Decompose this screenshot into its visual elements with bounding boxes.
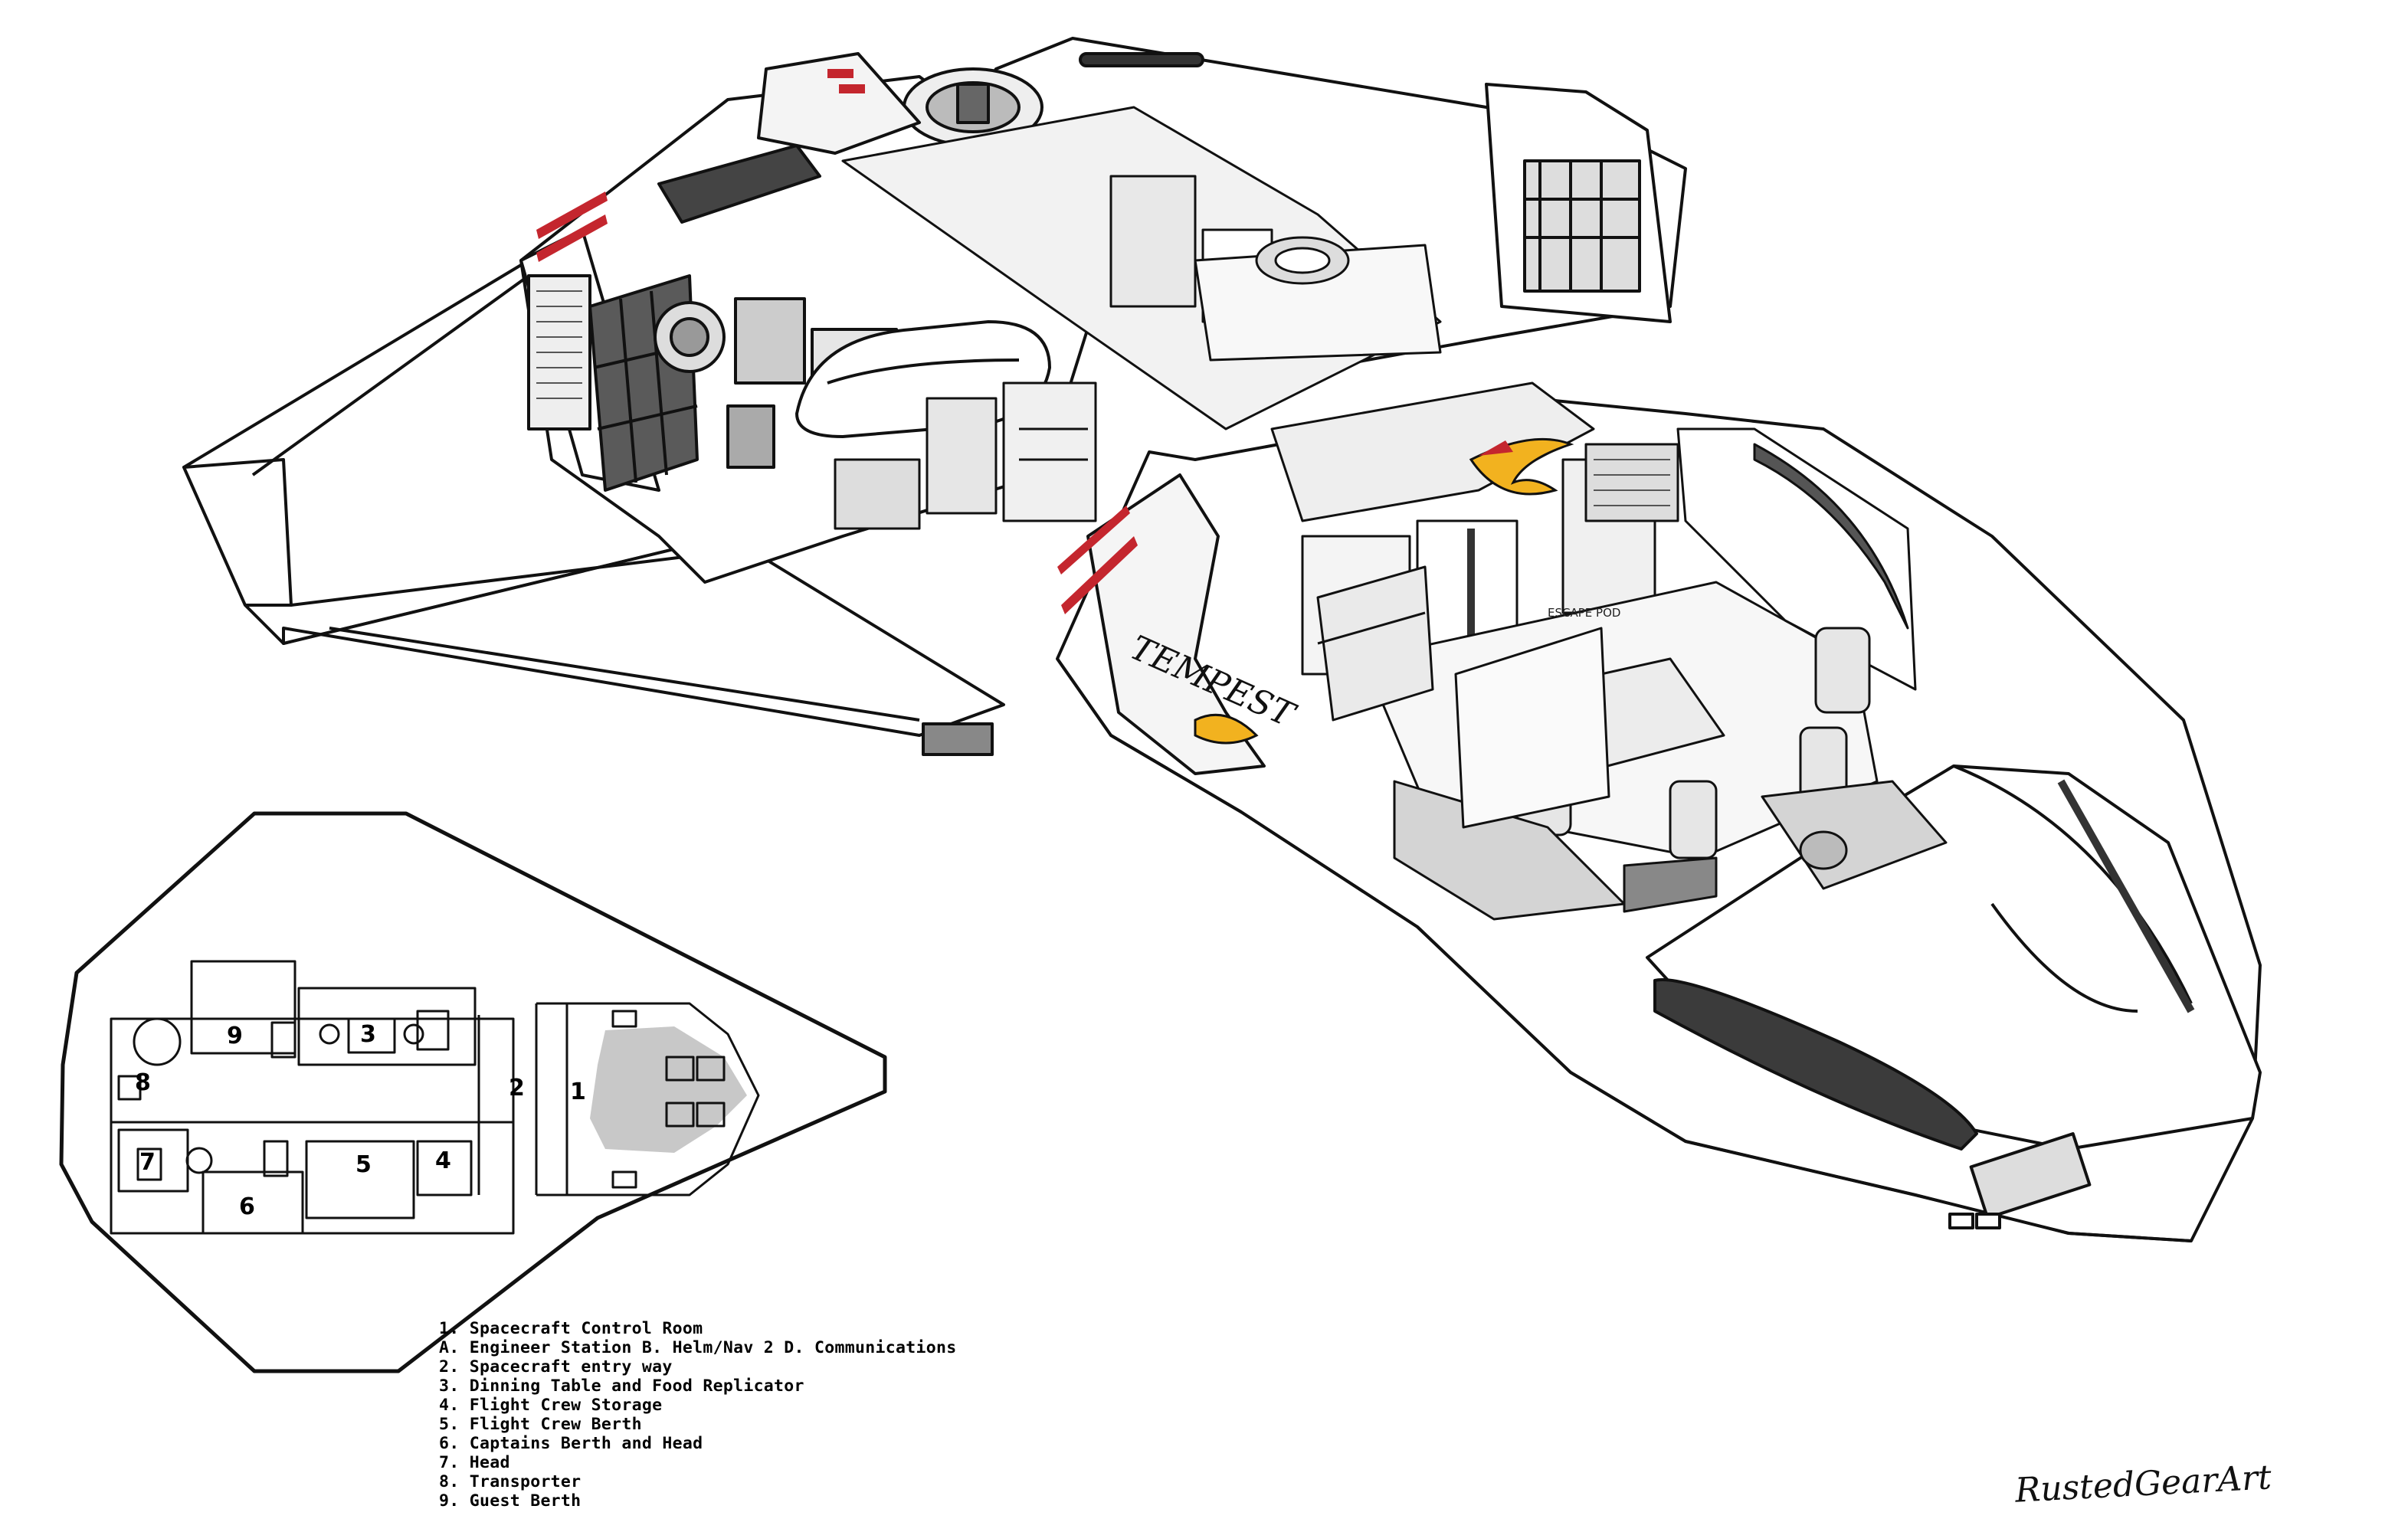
room-number-2: 2 <box>509 1075 525 1102</box>
escape-pod-label: ESCAPE POD <box>1548 606 1620 620</box>
legend-item: 4. Flight Crew Storage <box>439 1396 663 1415</box>
room-number-5: 5 <box>355 1151 372 1178</box>
room-number-1: 1 <box>570 1079 586 1105</box>
legend-item: 3. Dinning Table and Food Replicator <box>439 1377 804 1396</box>
legend-item: 8. Transporter <box>439 1472 582 1491</box>
deck-floor-plan <box>59 811 887 1373</box>
room-number-3: 3 <box>360 1021 376 1048</box>
legend-item: 6. Captains Berth and Head <box>439 1434 703 1453</box>
floor-plan-legend: 1. Spacecraft Control Room A. Engineer S… <box>439 1319 956 1511</box>
legend-item: A. Engineer Station B. Helm/Nav 2 D. Com… <box>439 1338 957 1357</box>
room-number-4: 4 <box>435 1147 451 1174</box>
room-number-6: 6 <box>239 1193 255 1220</box>
legend-item: 9. Guest Berth <box>439 1491 582 1511</box>
room-number-9: 9 <box>227 1023 243 1049</box>
interior-cutaway <box>834 106 1948 921</box>
room-number-7: 7 <box>139 1149 156 1176</box>
hull-emblem-accent <box>1194 713 1259 745</box>
legend-item: 7. Head <box>439 1453 510 1472</box>
legend-item: 5. Flight Crew Berth <box>439 1415 642 1434</box>
room-number-8: 8 <box>135 1069 151 1096</box>
chevron-red-tip <box>1479 440 1513 456</box>
legend-item: 1. Spacecraft Control Room <box>439 1319 703 1338</box>
floor-plan-room-numbers: 1 2 3 4 5 6 7 8 9 <box>135 1021 586 1220</box>
legend-item: 2. Spacecraft entry way <box>439 1357 673 1377</box>
